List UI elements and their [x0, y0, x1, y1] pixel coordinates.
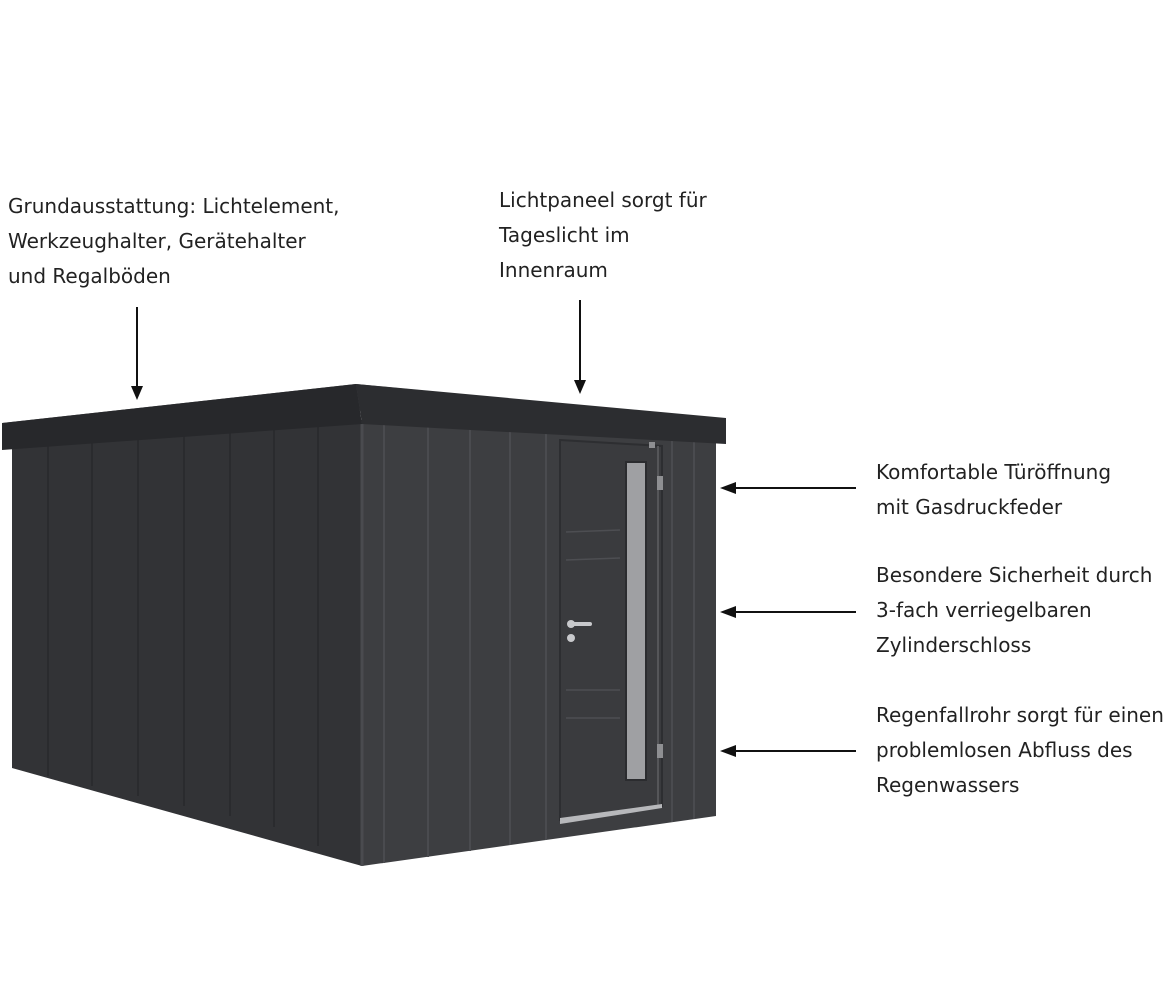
side-wall-seams [47, 423, 319, 846]
door-hinge-upper [657, 476, 663, 490]
arrow-equipment-head [131, 386, 143, 400]
annotation-arrows [131, 300, 856, 757]
door-window-panel [625, 461, 647, 781]
cylinder-lock-icon [567, 634, 575, 642]
annotation-line: Komfortable Türöffnung [876, 460, 1112, 484]
annotation-line: Lichtpaneel sorgt für [499, 188, 707, 212]
arrow-light-panel-head [574, 380, 586, 394]
annotation-line: Werkzeughalter, Gerätehalter [8, 229, 306, 253]
annotation-line: und Regalböden [8, 264, 171, 288]
door-badge [649, 442, 655, 448]
annotation-light-panel: Lichtpaneel sorgt für Tageslicht im Inne… [499, 183, 707, 288]
annotation-line: Grundausstattung: Lichtelement, [8, 194, 340, 218]
annotation-line: Besondere Sicherheit durch [876, 563, 1153, 587]
annotation-line: Regenfallrohr sorgt für einen [876, 703, 1164, 727]
annotation-door-opening: Komfortable Türöffnung mit Gasdruckfeder [876, 455, 1111, 525]
door-threshold [560, 804, 662, 824]
shed-roof-fascia-side [2, 384, 362, 450]
annotation-downpipe: Regenfallrohr sorgt für einen problemlos… [876, 698, 1164, 803]
arrow-security-lock-head [720, 606, 736, 618]
annotation-line: mit Gasdruckfeder [876, 495, 1063, 519]
shed-side-wall [12, 420, 362, 866]
annotation-line: problemlosen Abfluss des [876, 738, 1133, 762]
arrow-downpipe-head [720, 745, 736, 757]
annotation-line: 3-fach verriegelbaren [876, 598, 1092, 622]
shed-roof-fascia-front [356, 384, 726, 444]
arrow-door-opening-head [720, 482, 736, 494]
front-wall-seams [383, 421, 695, 863]
annotation-line: Zylinderschloss [876, 633, 1032, 657]
door-hinge-lower [657, 744, 663, 758]
annotation-line: Regenwassers [876, 773, 1020, 797]
annotation-line: Tageslicht im [499, 223, 630, 247]
door-handle [567, 620, 592, 628]
annotation-equipment: Grundausstattung: Lichtelement, Werkzeug… [8, 189, 340, 294]
annotation-line: Innenraum [499, 258, 608, 282]
annotation-security-lock: Besondere Sicherheit durch 3-fach verrie… [876, 558, 1152, 663]
